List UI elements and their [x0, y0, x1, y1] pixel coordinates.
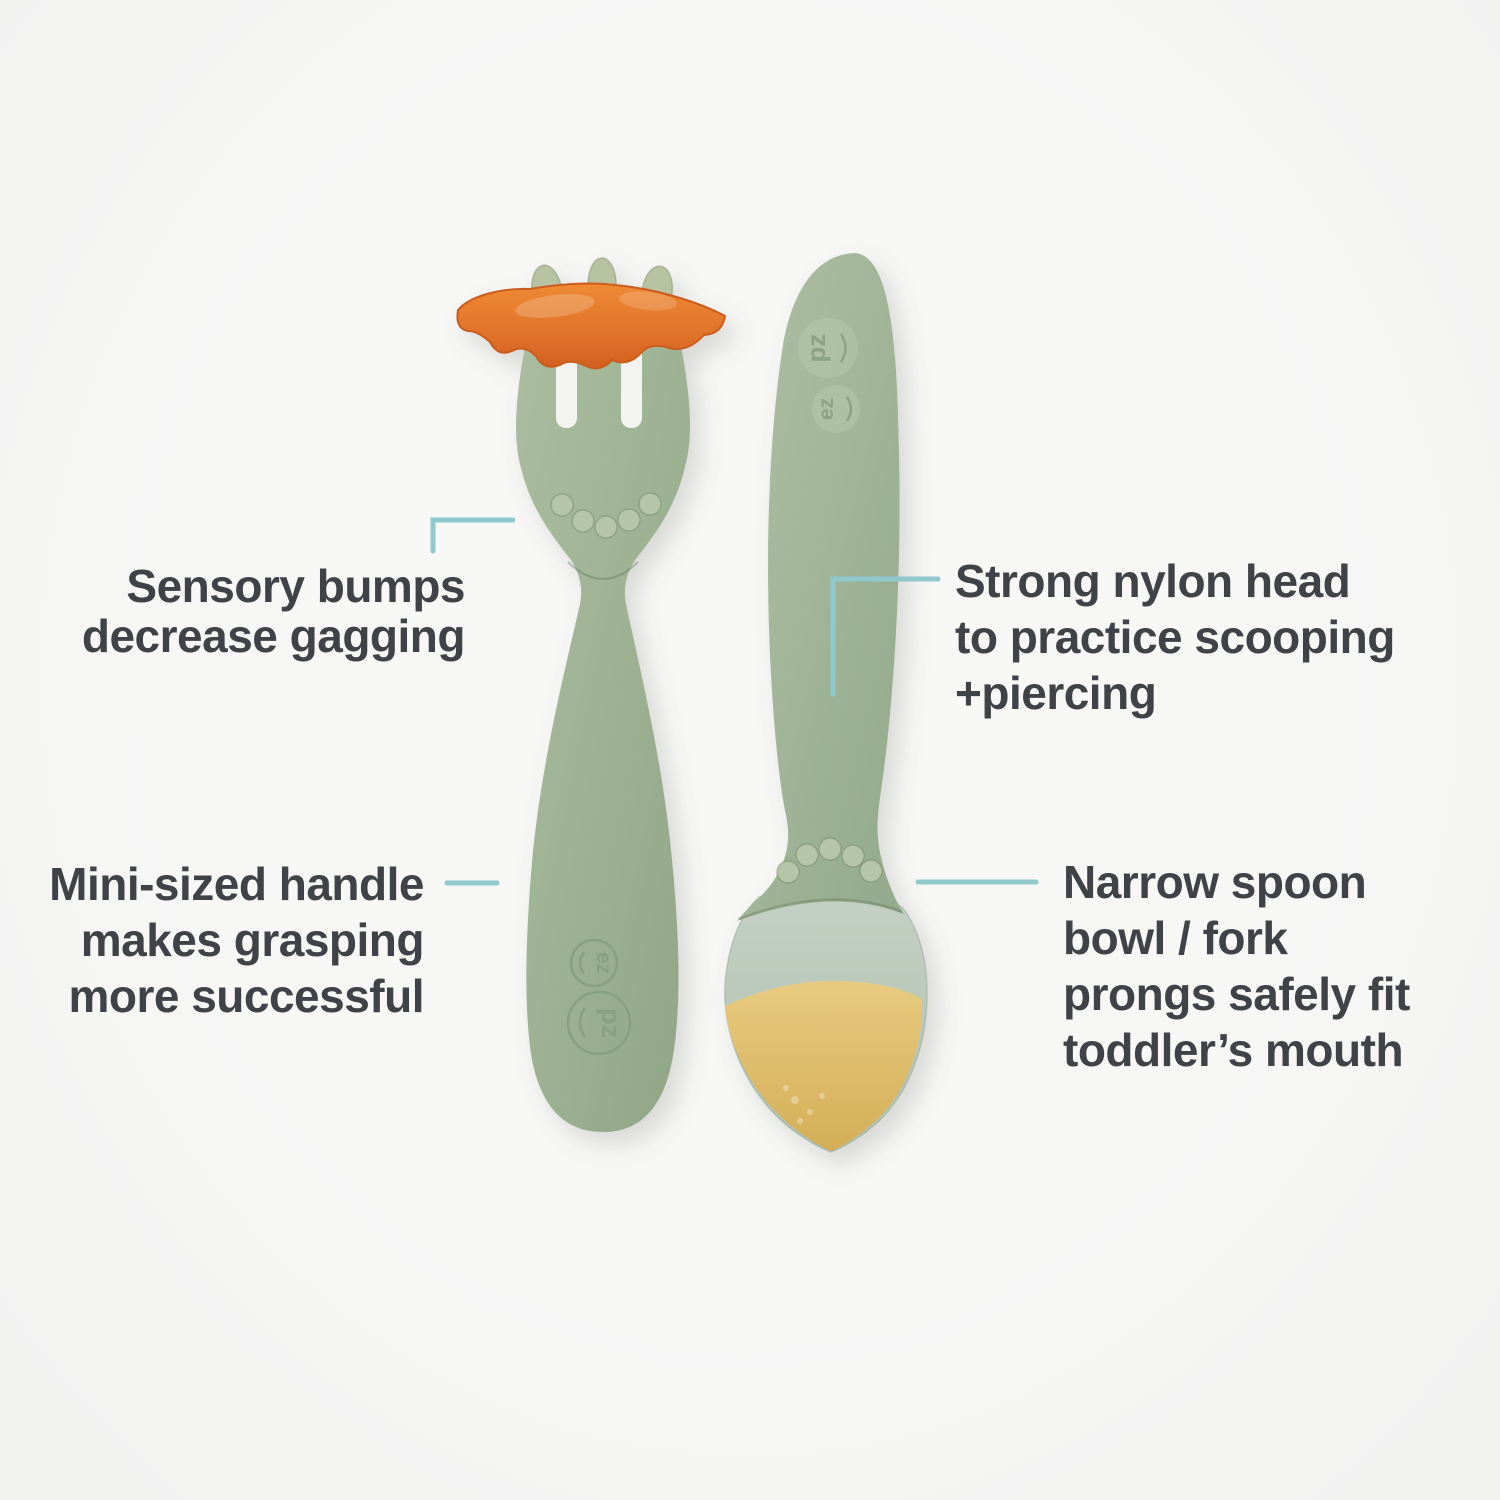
callout-text-line: prongs safely fit: [1063, 968, 1410, 1020]
spoon-hood-edge: [738, 898, 903, 921]
fork-logo-letters-ez: ez: [592, 952, 615, 974]
callout-lines: [430, 517, 1039, 886]
callout-text-line: decrease gagging: [81, 610, 466, 662]
callout-text-line: Strong nylon head: [955, 555, 1351, 607]
spoon: pz ez: [724, 253, 928, 1153]
callout-sensory-bumps: Sensory bumps decrease gagging: [81, 560, 466, 662]
fork: ez pz: [456, 257, 726, 1132]
callout-line-sensory-bumps: [430, 517, 516, 554]
spoon-brand-logo: pz ez: [798, 318, 860, 433]
callout-text-line: toddler’s mouth: [1063, 1024, 1404, 1076]
callout-mini-handle: Mini-sized handle makes grasping more su…: [49, 856, 424, 1024]
callout-narrow-bowl: Narrow spoon bowl / fork prongs safely f…: [1063, 854, 1410, 1078]
callout-text-line: bowl / fork: [1063, 912, 1288, 964]
puree-speckles: [783, 1085, 825, 1124]
spoon-handle: [737, 253, 904, 921]
callout-text-line: to practice scooping: [955, 611, 1395, 663]
spoon-logo-letters-pz: pz: [801, 334, 831, 363]
carrot-piece: [456, 282, 726, 370]
spoon-sensory-bumps: [776, 837, 883, 884]
callout-text-line: Narrow spoon: [1063, 856, 1367, 908]
fork-sensory-bumps: [550, 492, 662, 539]
callout-text-line: Mini-sized handle: [49, 858, 424, 910]
callout-text-line: more successful: [68, 970, 424, 1022]
puree-scoop: [725, 981, 923, 1151]
callout-line-nylon-head: [830, 576, 941, 697]
spoon-logo-letters-ez: ez: [815, 398, 838, 420]
callout-nylon-head: Strong nylon head to practice scooping +…: [955, 553, 1395, 721]
fork-logo-letters-pz: pz: [596, 1008, 626, 1038]
fork-brand-logo: ez pz: [566, 938, 632, 1056]
callout-text-line: makes grasping: [80, 914, 425, 966]
callout-text-line: +piercing: [955, 667, 1157, 719]
callout-text-line: Sensory bumps: [126, 560, 465, 612]
carrot-gloss: [515, 291, 677, 318]
fork-neck-crease: [567, 561, 639, 580]
